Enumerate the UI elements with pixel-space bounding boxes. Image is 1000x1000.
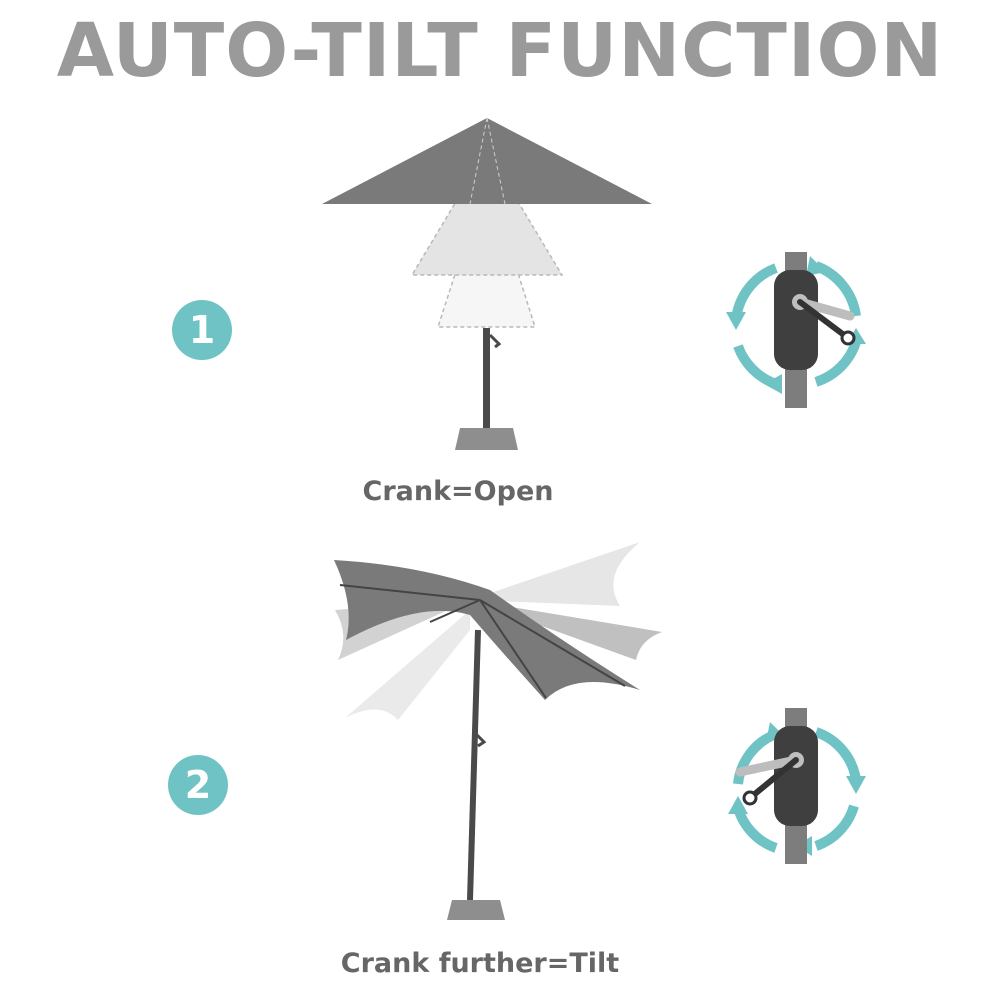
- rotation-arrow-icon: [733, 729, 778, 785]
- crank-arm: [747, 757, 799, 801]
- step-1-caption: Crank=Open: [362, 476, 554, 507]
- crank-arm: [735, 755, 801, 777]
- umbrella-open-illustration: [322, 117, 652, 450]
- arrowhead-icon: [764, 374, 782, 394]
- canopy-ghost-mid: [410, 148, 564, 276]
- crank-arm: [795, 297, 855, 321]
- arrowhead-icon: [846, 776, 866, 794]
- step-2-badge: 2: [168, 755, 228, 815]
- page-title: AUTO-TILT FUNCTION: [56, 8, 944, 94]
- crank-knob: [840, 330, 856, 346]
- canopy-tilted: [334, 560, 640, 700]
- step-2-caption: Crank further=Tilt: [340, 948, 620, 979]
- arrowhead-icon: [726, 312, 746, 330]
- housing: [774, 726, 818, 826]
- crank-handle: [472, 730, 487, 748]
- canopy-open: [322, 118, 652, 204]
- rotation-arrow-icon: [814, 340, 861, 387]
- crank-handle: [488, 333, 502, 349]
- arrowhead-icon: [806, 256, 826, 276]
- step-1-badge: 1: [172, 300, 232, 360]
- rib: [479, 599, 626, 687]
- canopy-ghost-far: [470, 542, 640, 606]
- canopy-ghost-bottom: [345, 610, 470, 720]
- pole: [483, 328, 490, 428]
- crank-knob: [742, 790, 758, 806]
- canopy-ghost-line: [486, 117, 506, 205]
- crank-rotation-icon: [726, 252, 866, 408]
- umbrella-tilt-illustration: [334, 542, 662, 920]
- pole: [467, 629, 481, 901]
- crank-arm: [797, 299, 851, 341]
- base: [455, 428, 518, 450]
- crank-rotation-icon: [728, 708, 866, 864]
- housing: [774, 270, 818, 370]
- rib: [339, 584, 481, 601]
- rotation-arrow-icon: [814, 727, 861, 781]
- canopy-ghost-line: [469, 117, 488, 205]
- rotation-arrow-icon: [814, 804, 859, 851]
- arrowhead-icon: [728, 796, 748, 814]
- rib: [479, 599, 547, 699]
- rib: [429, 599, 481, 623]
- base: [447, 900, 505, 920]
- rotation-arrow-icon: [733, 344, 778, 389]
